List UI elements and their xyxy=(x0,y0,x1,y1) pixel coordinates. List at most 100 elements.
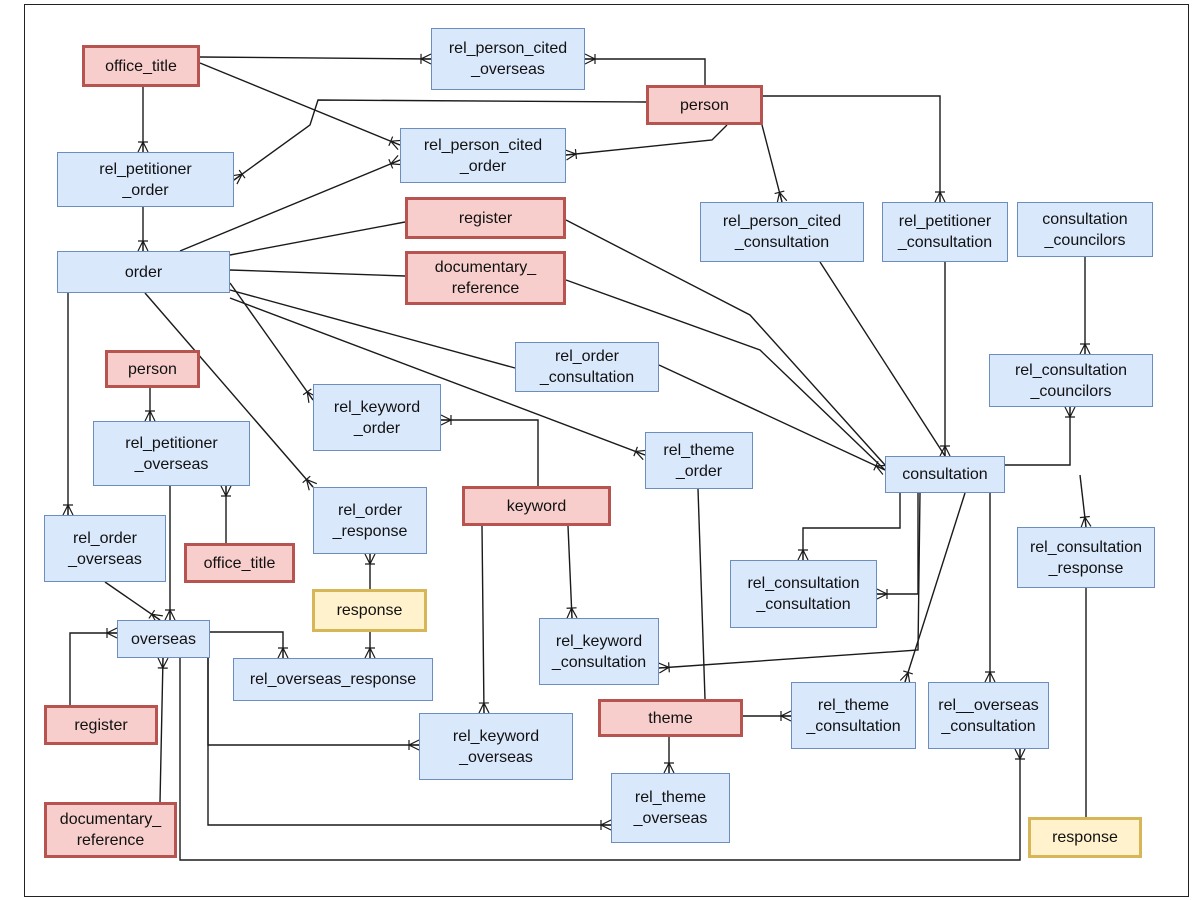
connector-23 xyxy=(144,292,314,488)
crowfoot-marker-1 xyxy=(419,53,432,65)
rel-consultation-councilors-node[interactable]: rel_consultation _councilors xyxy=(989,354,1153,407)
crowfoot-marker-39 xyxy=(1014,748,1026,761)
connector-22 xyxy=(229,282,314,401)
crowfoot-marker-41 xyxy=(663,761,675,774)
person-mid-node[interactable]: person xyxy=(105,350,200,388)
crowfoot-marker-32 xyxy=(277,646,289,659)
response-mid-node[interactable]: response xyxy=(312,589,427,632)
crowfoot-marker-12 xyxy=(774,190,788,204)
crowfoot-marker-20 xyxy=(873,460,888,475)
rel-order-consultation-node[interactable]: rel_order _consultation xyxy=(515,342,659,392)
crowfoot-marker-21 xyxy=(633,446,647,461)
crowfoot-marker-11 xyxy=(934,190,946,203)
rel-consultation-consultation-node[interactable]: rel_consultation _consultation xyxy=(730,560,877,628)
crowfoot-marker-25 xyxy=(144,409,156,422)
response-bottom-node[interactable]: response xyxy=(1028,817,1142,858)
rel-petitioner-order-node[interactable]: rel_petitioner _order xyxy=(57,152,234,207)
crowfoot-marker-6 xyxy=(565,148,578,161)
connector-9 xyxy=(229,221,406,256)
connector-36 xyxy=(481,525,485,714)
crowfoot-marker-28 xyxy=(164,608,176,621)
connector-5 xyxy=(233,99,647,181)
rel-person-cited-overseas-node[interactable]: rel_person_cited _overseas xyxy=(431,28,585,90)
rel-theme-overseas-node[interactable]: rel_theme _overseas xyxy=(611,773,730,843)
rel-petitioner-consultation-node[interactable]: rel_petitioner _consultation xyxy=(882,202,1008,262)
crowfoot-marker-44 xyxy=(876,588,889,600)
rel-petitioner-overseas-node[interactable]: rel_petitioner _overseas xyxy=(93,421,250,486)
connector-3 xyxy=(199,62,401,146)
order-node[interactable]: order xyxy=(57,251,230,293)
connector-2 xyxy=(585,58,706,85)
rel-person-cited-consultation-node[interactable]: rel_person_cited _consultation xyxy=(700,202,864,262)
rel-overseas-response-node[interactable]: rel_overseas_response xyxy=(233,658,433,701)
rel-theme-consultation-node[interactable]: rel_theme _consultation xyxy=(791,682,916,749)
rel-keyword-overseas-node[interactable]: rel_keyword _overseas xyxy=(419,713,573,780)
person-top-node[interactable]: person xyxy=(646,85,763,125)
documentary-reference-top-node[interactable]: documentary_ reference xyxy=(405,251,566,305)
rel-person-cited-order-node[interactable]: rel_person_cited _order xyxy=(400,128,566,183)
rel-keyword-order-node[interactable]: rel_keyword _order xyxy=(313,384,441,451)
connector-20 xyxy=(658,364,886,471)
keyword-node[interactable]: keyword xyxy=(462,486,611,526)
crowfoot-marker-48 xyxy=(899,670,913,684)
crowfoot-marker-49 xyxy=(984,670,996,683)
office-title-mid-node[interactable]: office_title xyxy=(184,543,295,583)
crowfoot-marker-16 xyxy=(1079,342,1091,355)
rel-keyword-consultation-node[interactable]: rel_keyword _consultation xyxy=(539,618,659,685)
rel-order-overseas-node[interactable]: rel_order _overseas xyxy=(44,515,166,582)
rel-consultation-response-node[interactable]: rel_consultation _response xyxy=(1017,527,1155,588)
overseas-node[interactable]: overseas xyxy=(117,620,210,658)
register-bottom-node[interactable]: register xyxy=(44,705,158,745)
crowfoot-marker-37 xyxy=(407,739,420,751)
crowfoot-marker-27 xyxy=(220,485,232,498)
crowfoot-marker-35 xyxy=(566,606,578,619)
connector-14 xyxy=(565,279,886,471)
connector-34 xyxy=(159,657,164,803)
connector-21 xyxy=(229,297,646,456)
crowfoot-marker-4 xyxy=(137,140,149,153)
connector-43 xyxy=(802,493,901,560)
crowfoot-marker-45 xyxy=(1079,515,1092,528)
consultation-node[interactable]: consultation xyxy=(885,456,1005,493)
connector-11 xyxy=(762,95,941,202)
rel-theme-order-node[interactable]: rel_theme _order xyxy=(645,432,753,489)
connector-1 xyxy=(199,56,432,60)
crowfoot-marker-33 xyxy=(105,627,118,639)
connector-18 xyxy=(1005,407,1071,466)
crowfoot-marker-34 xyxy=(157,657,169,670)
connector-47 xyxy=(658,492,921,669)
crowfoot-marker-24 xyxy=(62,503,74,516)
connector-33 xyxy=(69,632,117,705)
connector-6 xyxy=(565,124,728,156)
crowfoot-marker-26 xyxy=(440,414,453,426)
theme-node[interactable]: theme xyxy=(598,699,743,737)
crowfoot-marker-7 xyxy=(388,154,402,169)
connector-12 xyxy=(761,124,783,203)
register-top-node[interactable]: register xyxy=(405,197,566,239)
connector-7 xyxy=(179,159,401,252)
consultation-councilors-node[interactable]: consultation _councilors xyxy=(1017,202,1153,257)
crowfoot-marker-5 xyxy=(230,169,246,185)
rel-overseas-consultation-node[interactable]: rel__overseas _consultation xyxy=(928,682,1049,749)
connector-10 xyxy=(229,269,406,277)
connector-39 xyxy=(179,658,1021,861)
connector-26 xyxy=(441,419,539,486)
crowfoot-marker-31 xyxy=(364,646,376,659)
connector-15 xyxy=(819,261,946,457)
documentary-reference-bottom-node[interactable]: documentary_ reference xyxy=(44,802,177,858)
connector-40 xyxy=(697,488,706,700)
crowfoot-marker-8 xyxy=(137,239,149,252)
connector-48 xyxy=(904,492,966,683)
connector-32 xyxy=(210,631,284,658)
crowfoot-marker-17 xyxy=(939,444,951,457)
connector-44 xyxy=(877,493,919,595)
office-title-top-node[interactable]: office_title xyxy=(82,45,200,87)
crowfoot-marker-2 xyxy=(584,53,597,65)
crowfoot-marker-30 xyxy=(364,553,376,566)
diagram-frame xyxy=(24,4,1189,897)
crowfoot-marker-3 xyxy=(388,136,402,151)
crowfoot-marker-23 xyxy=(302,475,318,491)
connector-19 xyxy=(229,289,516,369)
rel-order-response-node[interactable]: rel_order _response xyxy=(313,487,427,554)
